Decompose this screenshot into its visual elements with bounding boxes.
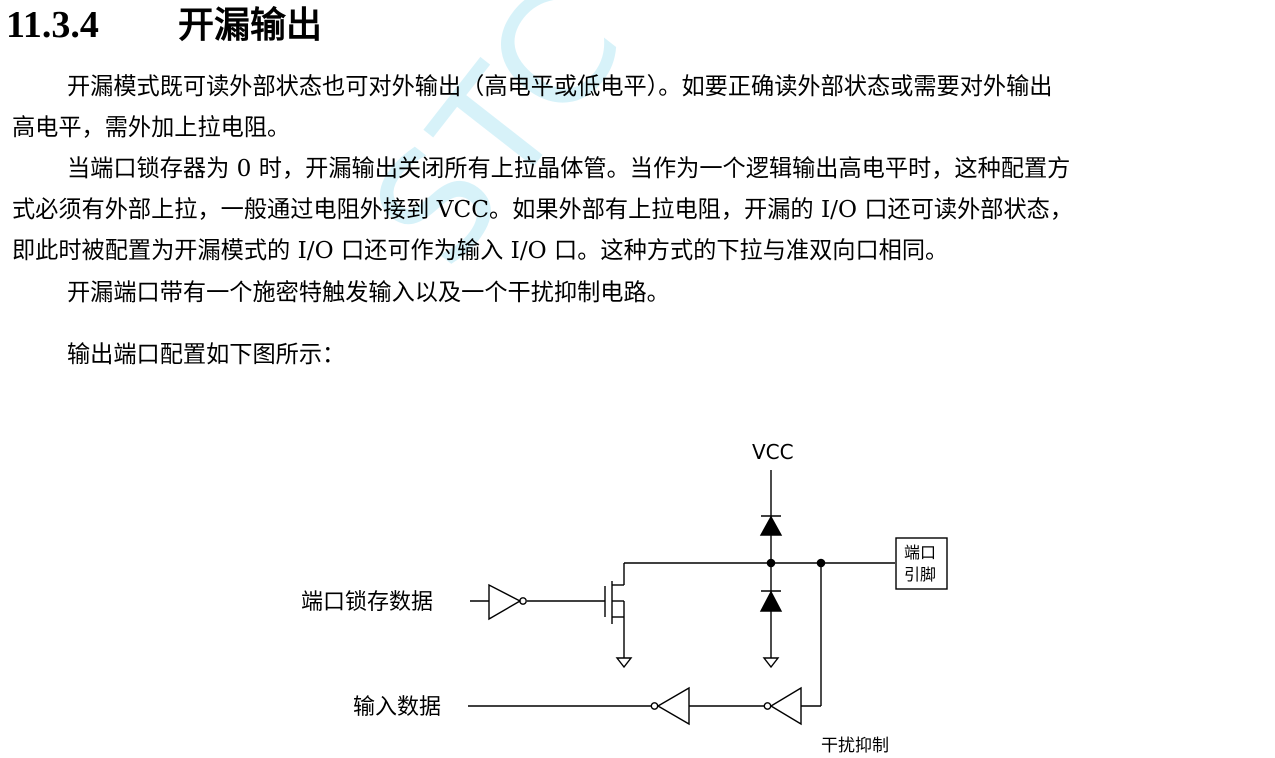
paragraph-2-line-3: 即此时被配置为开漏模式的 I/O 口还可作为输入 I/O 口。这种方式的下拉与准… bbox=[12, 237, 949, 264]
schmitt-trigger-bubble bbox=[650, 702, 659, 710]
paragraph-4: 输出端口配置如下图所示： bbox=[12, 334, 1268, 375]
paragraph-2-line-1: 当端口锁存器为 0 时，开漏输出关闭所有上拉晶体管。当作为一个逻辑输出高电平时，… bbox=[67, 155, 1071, 182]
paragraph-2-line-2: 式必须有外部上拉，一般通过电阻外接到 VCC。如果外部有上拉电阻，开漏的 I/O… bbox=[12, 196, 1074, 223]
glitch-filter-label: 干扰抑制 bbox=[821, 736, 889, 756]
ground-icon bbox=[615, 657, 633, 669]
lower-clamp-diode bbox=[759, 590, 783, 612]
port-pin-label-line-2: 引脚 bbox=[904, 565, 936, 584]
upper-clamp-diode bbox=[759, 515, 783, 536]
junction-dot bbox=[816, 558, 826, 568]
input-data-label: 输入数据 bbox=[353, 695, 441, 720]
section-number: 11.3.4 bbox=[6, 4, 99, 46]
paragraph-2: 当端口锁存器为 0 时，开漏输出关闭所有上拉晶体管。当作为一个逻辑输出高电平时，… bbox=[12, 148, 1268, 271]
schmitt-trigger-buffer bbox=[656, 686, 690, 726]
output-inverter bbox=[488, 583, 522, 621]
vcc-label: VCC bbox=[752, 440, 794, 464]
section-heading: 11.3.4 开漏输出 bbox=[6, 0, 322, 50]
paragraph-4-line-1: 输出端口配置如下图所示： bbox=[67, 341, 346, 368]
output-inverter-bubble bbox=[519, 597, 527, 605]
paragraph-1-line-2: 高电平，需外加上拉电阻。 bbox=[12, 114, 291, 141]
junction-dot bbox=[766, 558, 776, 568]
paragraph-1-line-1: 开漏模式既可读外部状态也可对外输出（高电平或低电平）。如要正确读外部状态或需要对… bbox=[67, 73, 1053, 100]
paragraph-3-line-1: 开漏端口带有一个施密特触发输入以及一个干扰抑制电路。 bbox=[67, 279, 670, 306]
glitch-filter-buffer bbox=[769, 686, 802, 726]
port-pin-box bbox=[895, 537, 948, 590]
latch-data-label: 端口锁存数据 bbox=[301, 590, 433, 615]
glitch-filter-bubble bbox=[763, 702, 772, 710]
port-pin-label-line-1: 端口 bbox=[904, 543, 936, 562]
ground-icon bbox=[762, 657, 780, 669]
section-title: 开漏输出 bbox=[178, 5, 323, 46]
paragraph-3: 开漏端口带有一个施密特触发输入以及一个干扰抑制电路。 bbox=[12, 272, 1268, 313]
paragraph-1: 开漏模式既可读外部状态也可对外输出（高电平或低电平）。如要正确读外部状态或需要对… bbox=[12, 66, 1268, 148]
